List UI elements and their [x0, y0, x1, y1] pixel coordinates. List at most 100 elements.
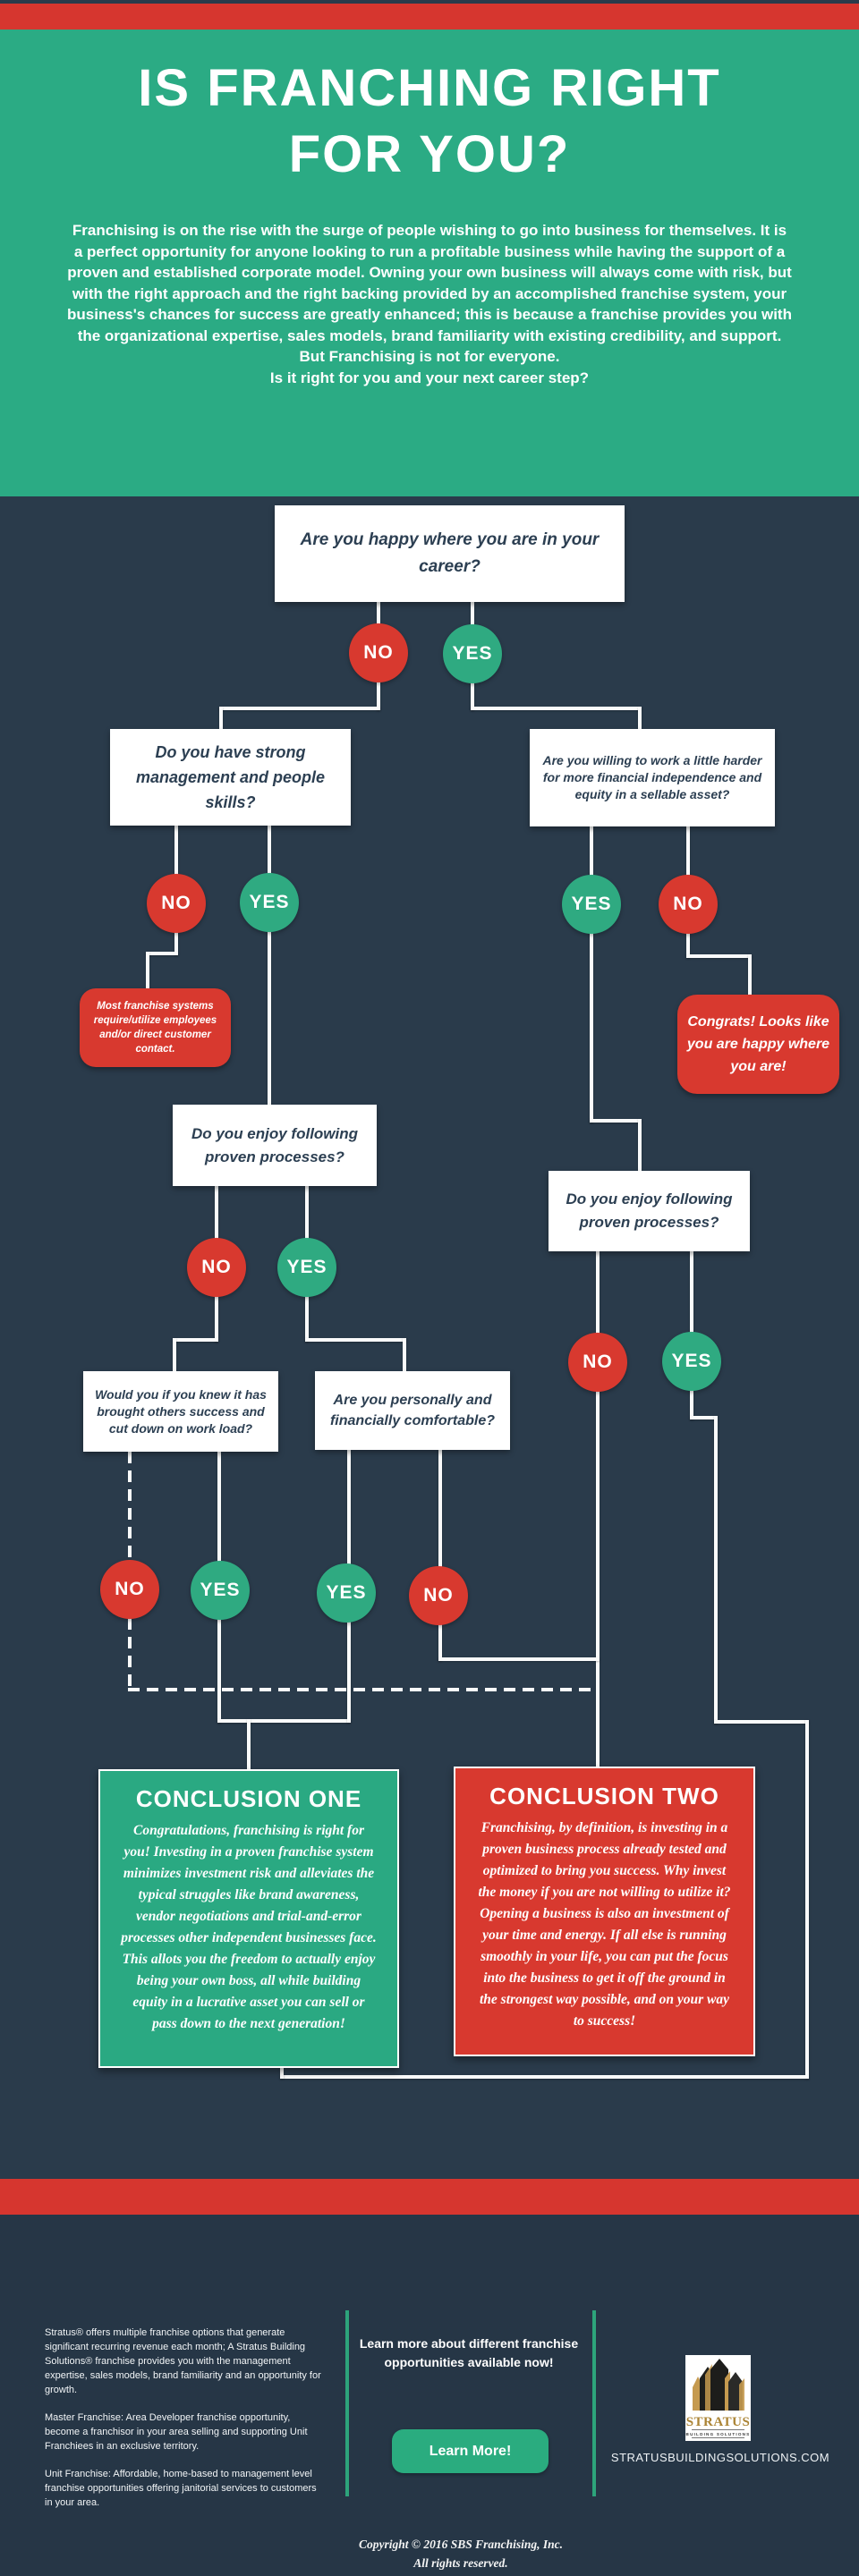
connector-line: [686, 826, 690, 877]
question-management-skills: Do you have strong management and people…: [110, 729, 351, 826]
callout-congrats: Congrats! Looks like you are happy where…: [677, 995, 839, 1094]
question-text: Do you have strong management and people…: [135, 743, 326, 811]
footer-cta-text: Learn more about different franchise opp…: [359, 2336, 579, 2369]
conclusion-one-body: Congratulations, franchising is right fo…: [121, 1823, 377, 2031]
question-text: Are you willing to work a little harder …: [542, 753, 762, 801]
connector-line: [280, 2064, 284, 2079]
answer-yes-circle: YES: [317, 1563, 376, 1623]
connector-line: [305, 1295, 309, 1342]
connector-line: [471, 707, 642, 710]
connector-line: [714, 1416, 718, 1724]
connector-line: [438, 1657, 600, 1661]
answer-label: YES: [249, 892, 290, 912]
connector-line: [173, 1338, 218, 1342]
answer-yes-circle: YES: [562, 875, 621, 934]
connector-line: [403, 1338, 406, 1371]
question-proven-processes-left: Do you enjoy following proven processes?: [173, 1105, 377, 1186]
stratus-logo: STRATUS BUILDING SOLUTIONS: [685, 2355, 751, 2441]
connector-line: [438, 1450, 442, 1567]
connector-line: [438, 1624, 442, 1661]
buildings-icon: STRATUS BUILDING SOLUTIONS: [686, 2359, 751, 2438]
svg-text:BUILDING SOLUTIONS: BUILDING SOLUTIONS: [686, 2432, 751, 2436]
connector-line: [590, 1119, 642, 1123]
website-link[interactable]: STRATUSBUILDINGSOLUTIONS.COM: [610, 2451, 830, 2464]
footer-master-paragraph: Master Franchise: Area Developer franchi…: [45, 2412, 308, 2452]
answer-no-circle: NO: [659, 875, 718, 934]
footer-unit-paragraph: Unit Franchise: Affordable, home-based t…: [45, 2469, 317, 2508]
top-red-band: [0, 4, 859, 30]
connector-line: [219, 707, 223, 729]
answer-no-circle: NO: [349, 623, 408, 682]
connector-line: [305, 1186, 309, 1240]
question-text: Are you happy where you are in your care…: [300, 530, 600, 576]
connector-line: [471, 682, 474, 710]
question-text: Would you if you knew it has brought oth…: [95, 1386, 267, 1436]
answer-label: YES: [200, 1580, 241, 1600]
connector-line: [377, 602, 380, 625]
answer-label: YES: [326, 1582, 367, 1603]
header-section: [0, 30, 859, 496]
connector-line: [347, 1622, 351, 1723]
footer-about-paragraph: Stratus® offers multiple franchise optio…: [45, 2327, 321, 2395]
conclusion-two-body: Franchising, by definition, is investing…: [478, 1820, 731, 2029]
answer-yes-circle: YES: [443, 624, 502, 683]
answer-no-circle: NO: [147, 874, 206, 933]
footer-divider-right: [592, 2310, 596, 2496]
page-title-line1: IS FRANCHING RIGHT: [138, 59, 721, 117]
connector-line: [690, 1251, 693, 1333]
connector-line: [638, 707, 642, 729]
question-career-happiness: Are you happy where you are in your care…: [275, 505, 625, 602]
connector-line: [347, 1450, 351, 1564]
callout-text: Congrats! Looks like you are happy where…: [686, 1014, 830, 1074]
connector-line: [748, 954, 752, 995]
connector-line: [268, 826, 271, 877]
question-text: Are you personally and financially comfo…: [329, 1393, 496, 1428]
connector-line: [590, 932, 593, 1123]
answer-no-circle: NO: [568, 1333, 627, 1392]
connector-line: [638, 1119, 642, 1171]
learn-more-button[interactable]: Learn More!: [392, 2429, 549, 2473]
answer-yes-circle: YES: [277, 1238, 336, 1297]
callout-franchise-systems: Most franchise systems require/utilize e…: [80, 988, 231, 1067]
connector-line: [686, 954, 752, 958]
conclusion-one-title: CONCLUSION ONE: [135, 1785, 362, 1812]
footer-divider-left: [345, 2310, 349, 2496]
connector-line: [471, 602, 474, 625]
copyright-line1: Copyright © 2016 SBS Franchising, Inc.: [358, 2538, 564, 2551]
connector-line: [146, 952, 178, 955]
footer-about-block: Stratus® offers multiple franchise optio…: [45, 2326, 324, 2523]
connector-line: [305, 1338, 406, 1342]
connector-line: [268, 930, 271, 1105]
connector-line: [714, 1720, 809, 1724]
answer-no-circle: NO: [187, 1238, 246, 1297]
connector-line: [174, 826, 178, 876]
answer-yes-circle: YES: [240, 873, 299, 932]
dashed-connector-line: [128, 1688, 598, 1691]
conclusion-one-box: CONCLUSION ONE Congratulations, franchis…: [98, 1769, 399, 2068]
answer-label: NO: [423, 1585, 454, 1606]
connector-line: [247, 1719, 251, 1769]
connector-line: [215, 1186, 218, 1240]
question-proven-processes-right: Do you enjoy following proven processes?: [549, 1171, 750, 1251]
dashed-connector-line: [128, 1618, 132, 1690]
connector-line: [377, 682, 380, 710]
answer-label: NO: [115, 1579, 145, 1599]
answer-label: NO: [363, 642, 394, 663]
copyright-line2: All rights reserved.: [413, 2556, 508, 2570]
intro-question: Is it right for you and your next career…: [269, 369, 590, 386]
svg-text:STRATUS: STRATUS: [686, 2415, 751, 2429]
question-personally-financially: Are you personally and financially comfo…: [315, 1371, 510, 1450]
connector-line: [217, 1452, 221, 1562]
connector-line: [215, 1295, 218, 1342]
page-title-line2: FOR YOU?: [288, 125, 571, 183]
copyright: Copyright © 2016 SBS Franchising, Inc. A…: [322, 2535, 600, 2572]
connector-line: [217, 1719, 351, 1723]
answer-label: YES: [671, 1351, 712, 1371]
dashed-connector-line: [128, 1452, 132, 1560]
answer-label: NO: [161, 893, 191, 913]
connector-line: [590, 826, 593, 877]
conclusion-two-box: CONCLUSION TWO Franchising, by definitio…: [454, 1767, 755, 2056]
question-text: Do you enjoy following proven processes?: [191, 1124, 359, 1165]
connector-line: [690, 1416, 718, 1419]
